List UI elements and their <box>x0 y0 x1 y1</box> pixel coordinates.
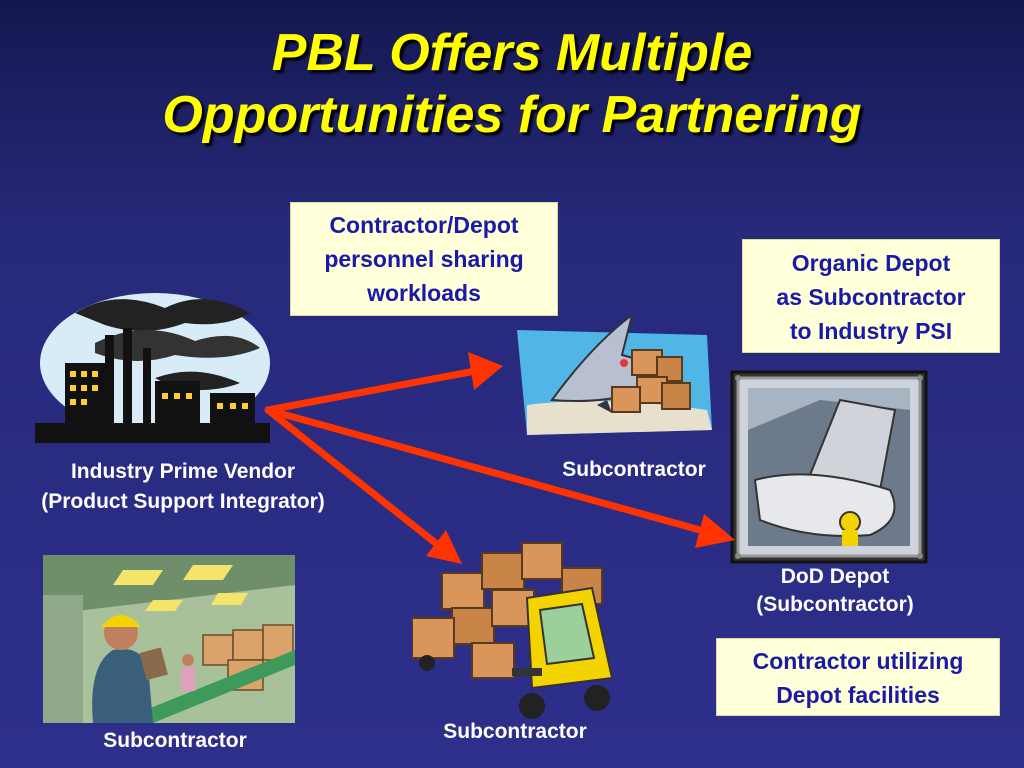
callout-line: to Industry PSI <box>789 318 953 344</box>
callout-line: personnel sharing <box>324 246 524 272</box>
arrowhead-aircraft <box>468 352 503 390</box>
title-line-2: Opportunities for Partnering <box>162 86 862 144</box>
title-line-1: PBL Offers Multiple <box>271 24 753 82</box>
label-industry-prime-vendor: Industry Prime Vendor (Product Support I… <box>0 457 366 517</box>
arrow-to-forklift-subcontractor <box>264 406 442 549</box>
arrowhead-dod-depot <box>695 514 735 548</box>
label-line: (Subcontractor) <box>756 593 914 616</box>
label-subcontractor-forklift: Subcontractor <box>443 720 587 743</box>
forklift-clipart <box>412 542 614 719</box>
callout-line: Depot facilities <box>776 682 940 708</box>
label-subcontractor-aircraft: Subcontractor <box>562 458 706 481</box>
factory-clipart <box>35 293 270 443</box>
callout-line: Contractor utilizing <box>752 648 964 674</box>
warehouse-worker-clipart <box>43 555 295 723</box>
slide-title: PBL Offers Multiple Opportunities for Pa… <box>0 22 1024 146</box>
callout-personnel-sharing: Contractor/Depot personnel sharing workl… <box>290 202 558 316</box>
callout-line: workloads <box>367 280 481 306</box>
aircraft-cargo-clipart <box>517 312 712 435</box>
label-line: Industry Prime Vendor <box>70 460 296 483</box>
arrow-to-aircraft-subcontractor <box>264 368 474 414</box>
callout-line: Contractor/Depot <box>329 212 519 238</box>
callout-depot-facilities: Contractor utilizing Depot facilities <box>716 638 1000 716</box>
label-line: DoD Depot <box>780 565 890 588</box>
label-line: (Product Support Integrator) <box>41 490 325 513</box>
arrowhead-forklift <box>426 530 462 564</box>
callout-line: Organic Depot <box>791 250 951 276</box>
callout-line: as Subcontractor <box>776 284 966 310</box>
dod-depot-clipart <box>730 370 928 564</box>
callout-organic-depot: Organic Depot as Subcontractor to Indust… <box>742 239 1000 353</box>
label-subcontractor-warehouse: Subcontractor <box>103 729 247 752</box>
arrow-to-dod-depot <box>264 406 704 534</box>
label-dod-depot: DoD Depot (Subcontractor) <box>730 563 940 619</box>
